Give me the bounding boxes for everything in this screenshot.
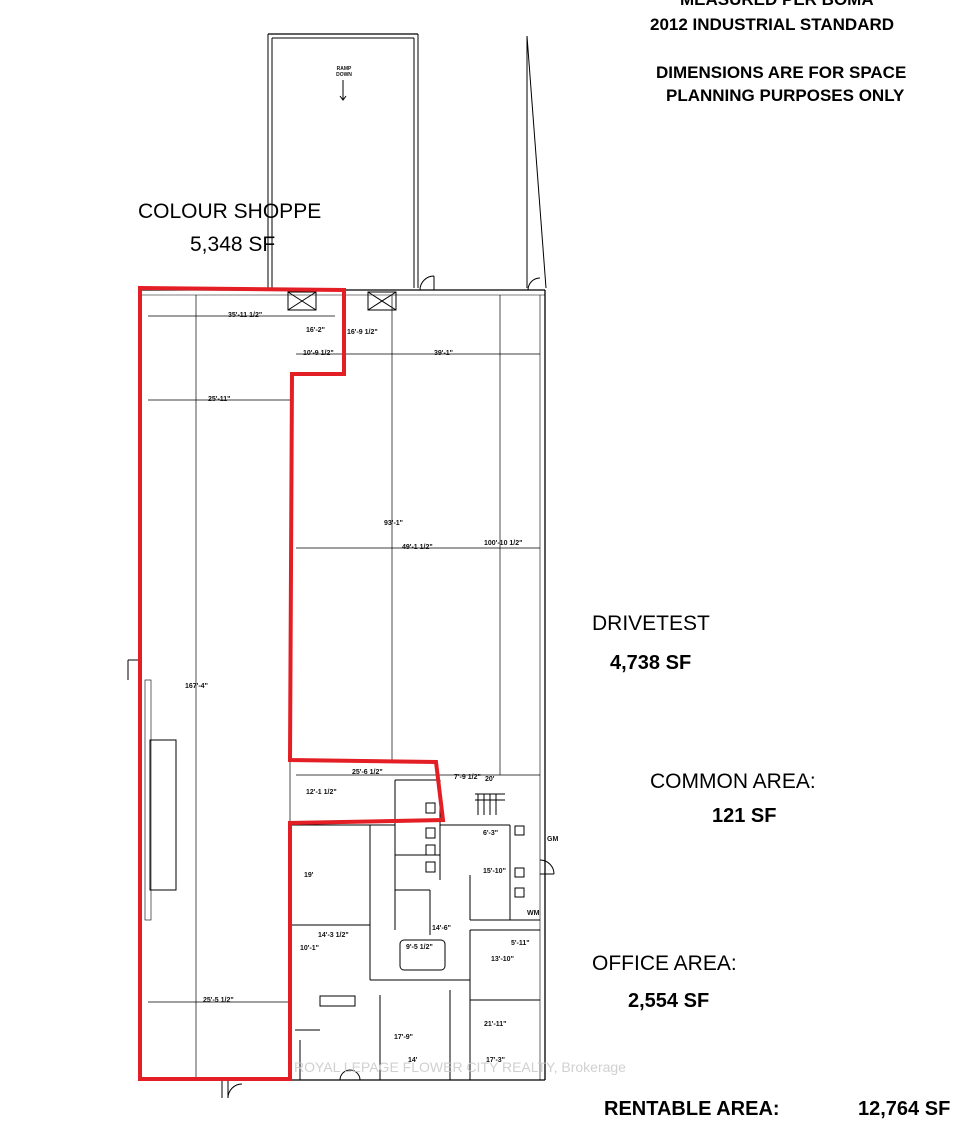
dimension-label: 167'-4" <box>185 683 208 690</box>
colour-shoppe-outline <box>138 285 446 1081</box>
dimension-label: 93'-1" <box>384 520 403 527</box>
dimension-label: GM <box>547 836 559 843</box>
dimension-label: 16'-9 1/2" <box>347 329 378 336</box>
colour-shoppe-area: 5,348 SF <box>190 233 276 256</box>
dimension-label: 13'-10" <box>491 956 514 963</box>
common-area-value: 121 SF <box>712 805 777 827</box>
dimension-label: 20' <box>485 776 495 783</box>
header-line-3: DIMENSIONS ARE FOR SPACE <box>656 63 907 82</box>
dimension-label: 10'-1" <box>300 945 319 952</box>
dimension-label: 14'-3 1/2" <box>318 932 349 939</box>
dimension-label: 10'-9 1/2" <box>303 350 334 357</box>
dimension-label: WM <box>527 910 540 917</box>
drivetest-label: DRIVETEST <box>592 612 710 635</box>
dimension-label: 19' <box>304 872 314 879</box>
rentable-area-value: 12,764 SF <box>858 1098 951 1120</box>
dimension-label: 25'-11" <box>208 396 231 403</box>
dimension-label: 6'-3" <box>483 830 499 837</box>
dimension-label: 17'-3" <box>486 1057 505 1064</box>
dimension-label: 25'-5 1/2" <box>203 997 234 1004</box>
header-line-1: MEASURED PER BOMA <box>680 0 874 10</box>
ramp-structure <box>267 33 419 288</box>
dimension-label: 9'-5 1/2" <box>406 944 433 951</box>
building-walls <box>127 275 546 1081</box>
dimension-label: 16'-2" <box>306 327 325 334</box>
site-wedge <box>526 35 547 289</box>
watermark: ROYAL LEPAGE FLOWER CITY REALTY, Brokera… <box>294 1059 626 1075</box>
dimension-label: 14' <box>408 1057 418 1064</box>
dimension-label: 21'-11" <box>484 1021 507 1028</box>
office-area-label: OFFICE AREA: <box>592 952 737 975</box>
office-area-value: 2,554 SF <box>628 990 710 1012</box>
dimension-label: 5'-11" <box>511 940 530 947</box>
drivetest-area: 4,738 SF <box>610 652 692 674</box>
header-line-4: PLANNING PURPOSES ONLY <box>666 86 905 105</box>
dimension-label: 12'-1 1/2" <box>306 789 337 796</box>
common-area-label: COMMON AREA: <box>650 770 816 793</box>
dimension-label: 49'-1 1/2" <box>402 544 433 551</box>
dimension-label: 14'-6" <box>432 925 451 932</box>
dimension-label: 35'-11 1/2" <box>228 312 263 319</box>
dimension-label: 17'-9" <box>394 1034 413 1041</box>
rentable-area-label: RENTABLE AREA: <box>604 1098 780 1120</box>
header-line-2: 2012 INDUSTRIAL STANDARD <box>650 15 895 34</box>
dimension-label: 15'-10" <box>483 868 506 875</box>
dimension-label: RAMP DOWN <box>336 66 352 78</box>
dimension-label: 25'-6 1/2" <box>352 769 383 776</box>
dimension-label: 100'-10 1/2" <box>484 540 523 547</box>
office-interior <box>221 779 555 1099</box>
dimension-label: 7'-9 1/2" <box>454 774 481 781</box>
dimension-label: 39'-1" <box>434 350 453 357</box>
colour-shoppe-label: COLOUR SHOPPE <box>138 200 322 223</box>
